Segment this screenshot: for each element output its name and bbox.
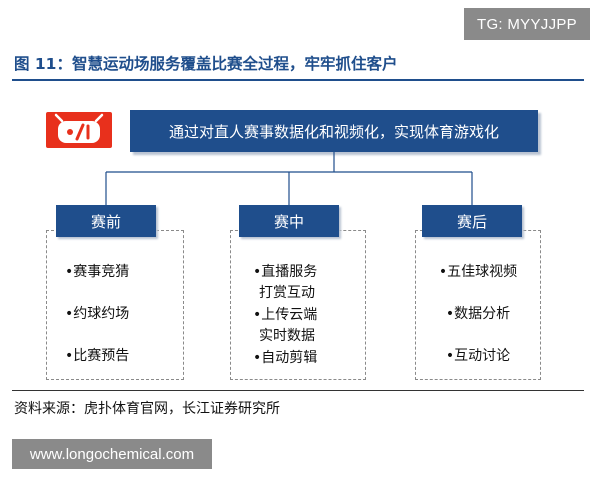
stage-item: •约球约场 (65, 306, 130, 322)
stage-item: •互动讨论 (445, 348, 511, 364)
stage-label-post: 赛后 (422, 205, 522, 237)
source-rule (12, 390, 584, 391)
stage-item: 实时数据 (259, 328, 315, 344)
stage-item: •比赛预告 (65, 348, 130, 364)
watermark-bottom: www.longochemical.com (12, 439, 212, 469)
stage-label-pre: 赛前 (56, 205, 156, 237)
title-rule (12, 79, 584, 81)
banner: 通过对直人赛事数据化和视频化，实现体育游戏化 (130, 110, 538, 152)
stage-item: •直播服务 (253, 264, 318, 280)
stage-panel-during: •直播服务 打赏互动 •上传云端 实时数据 •自动剪辑 (230, 230, 366, 380)
stage-item: •数据分析 (445, 306, 511, 322)
stage-item: •自动剪辑 (253, 350, 318, 366)
source-note: 资料来源：虎扑体育官网，长江证券研究所 (14, 401, 280, 417)
stage-panel-post: •五佳球视频 •数据分析 •互动讨论 (415, 230, 541, 380)
stage-item: 打赏互动 (259, 285, 315, 301)
stage-item: •五佳球视频 (438, 264, 518, 280)
stage-item: •上传云端 (253, 307, 318, 323)
stage-label-during: 赛中 (239, 205, 339, 237)
watermark-top: TG: MYYJJPP (464, 8, 590, 40)
stage-item: •赛事竞猜 (65, 264, 130, 280)
stage-panel-pre: •赛事竞猜 •约球约场 •比赛预告 (46, 230, 184, 380)
hupu-logo-icon (46, 112, 112, 148)
figure-title: 图 11：智慧运动场服务覆盖比赛全过程，牢牢抓住客户 (14, 55, 398, 73)
